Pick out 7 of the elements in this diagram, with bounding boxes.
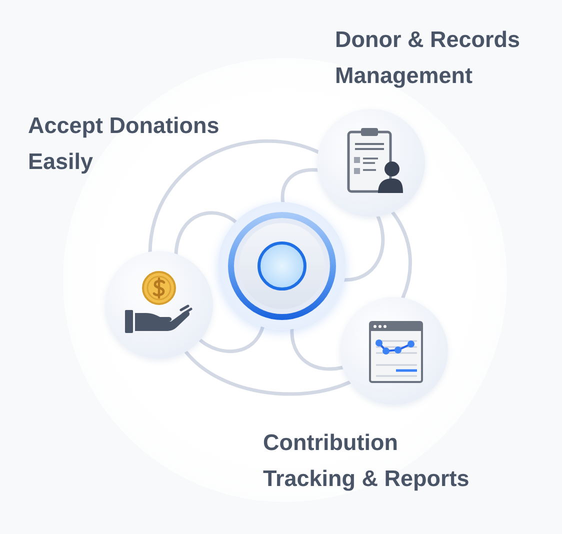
feature-label: Accept Donations Easily <box>28 112 220 176</box>
connector-line <box>184 350 352 396</box>
feature-label: Donor & Records Management <box>335 26 522 90</box>
connector-line <box>148 139 320 254</box>
connector-line <box>390 210 412 300</box>
feature-label: Contribution Tracking & Reports <box>263 429 470 493</box>
connector-line <box>174 211 239 256</box>
